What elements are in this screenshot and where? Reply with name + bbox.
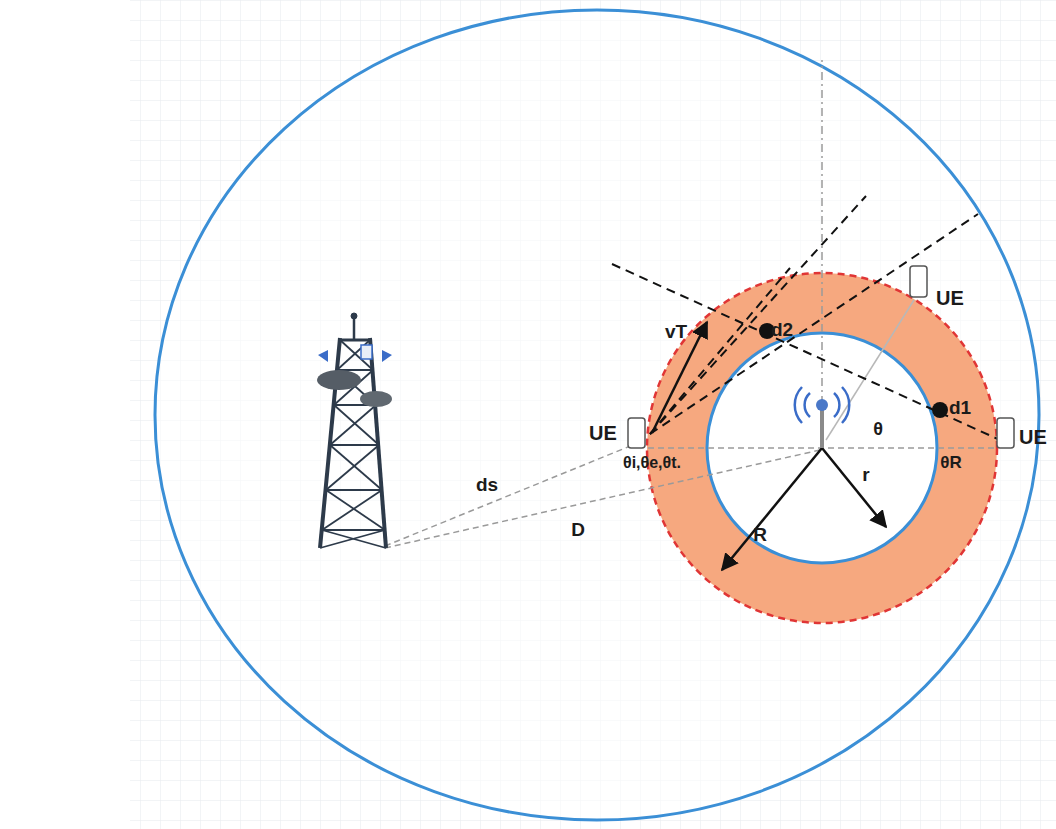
point-label: d1	[949, 398, 971, 419]
point-d1	[932, 402, 948, 418]
angle-label: θi,θe,θt.	[623, 454, 681, 472]
radius-label: r	[862, 465, 869, 486]
ray-lines	[612, 196, 1000, 440]
ue-label: UE	[1019, 426, 1047, 448]
inner-radius-arrow	[822, 448, 886, 527]
point-label: d2	[771, 320, 793, 341]
ue-label: UE	[589, 422, 617, 444]
velocity-label: vT	[665, 322, 687, 343]
ue-label: UE	[936, 287, 964, 309]
distance-label: ds	[476, 475, 498, 496]
outer-radius-arrow	[722, 448, 822, 570]
distance-label: D	[571, 520, 585, 541]
angle-label: θR	[940, 454, 961, 473]
macro-cell-boundary	[155, 10, 1039, 820]
radius-label: R	[753, 525, 767, 546]
grid-ground	[130, 0, 1056, 829]
base-station-tower	[317, 313, 392, 548]
small-cell-antenna	[795, 387, 849, 448]
velocity-arrow	[652, 322, 707, 433]
guide-lines	[385, 60, 996, 548]
ue-phone	[628, 266, 1014, 448]
angle-label: θ	[873, 420, 883, 440]
